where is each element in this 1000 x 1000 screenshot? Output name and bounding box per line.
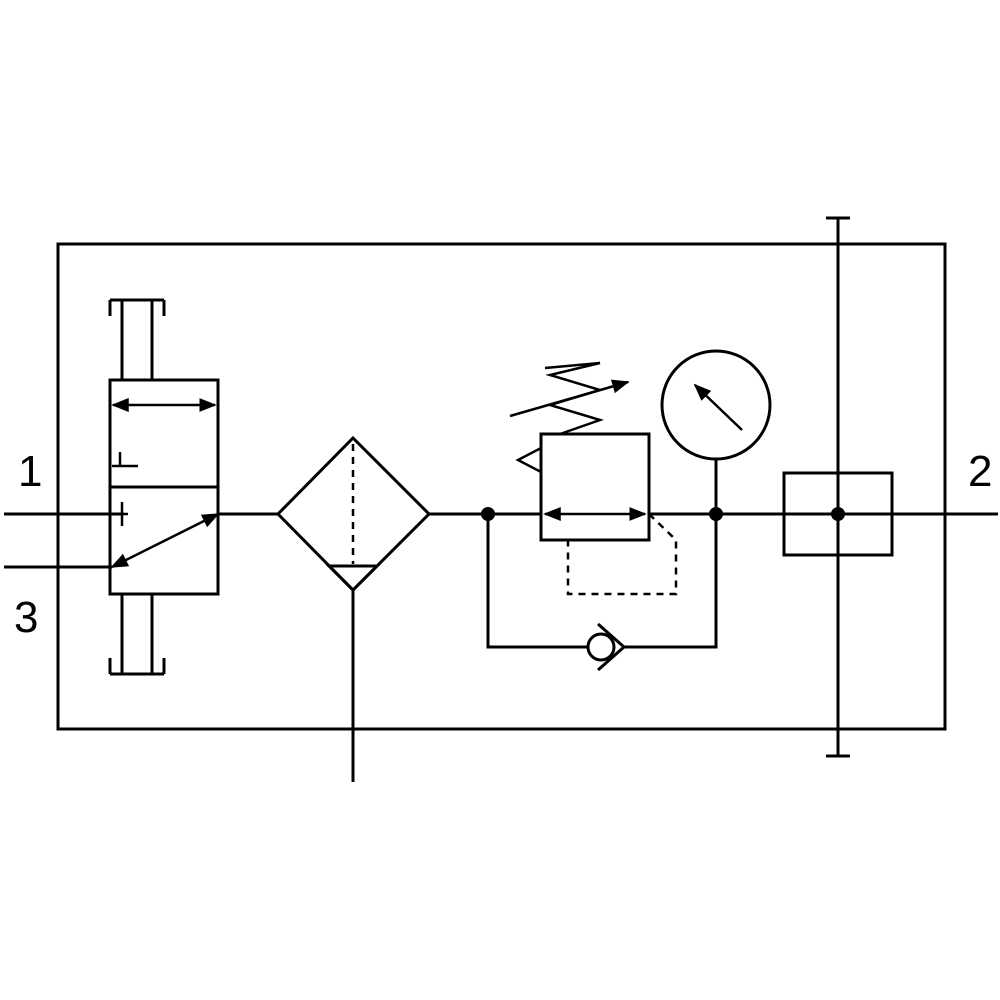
junction-dot-connector — [831, 507, 845, 521]
pressure-gauge — [660, 349, 772, 514]
gauge-needle-arrow — [693, 383, 743, 431]
valve-bottom-diagonal-arrow — [110, 512, 220, 569]
regulator-pilot-dashed — [566, 513, 678, 596]
filter-water-separator — [275, 435, 432, 782]
gauge-dial — [660, 349, 772, 461]
filter-bowl-fill — [325, 564, 381, 593]
bypass-check-valve-circuit — [486, 514, 718, 672]
port-label-3: 3 — [14, 593, 38, 642]
bypass-line-left — [486, 514, 588, 649]
unit-enclosure — [56, 242, 947, 731]
check-valve-seat-upper — [597, 622, 625, 649]
port-label-2: 2 — [968, 447, 992, 496]
regulator-body — [539, 432, 651, 542]
check-valve-seat-lower — [597, 645, 625, 672]
check-valve-ball — [586, 632, 616, 662]
bypass-line-right — [624, 514, 718, 649]
shutoff-valve — [108, 298, 220, 676]
regulator-adjust-arrow — [509, 379, 630, 418]
regulator-pilot-triangle — [515, 445, 543, 475]
port-label-1: 1 — [18, 447, 42, 496]
pressure-regulator — [509, 361, 678, 596]
module-connector — [782, 216, 894, 758]
